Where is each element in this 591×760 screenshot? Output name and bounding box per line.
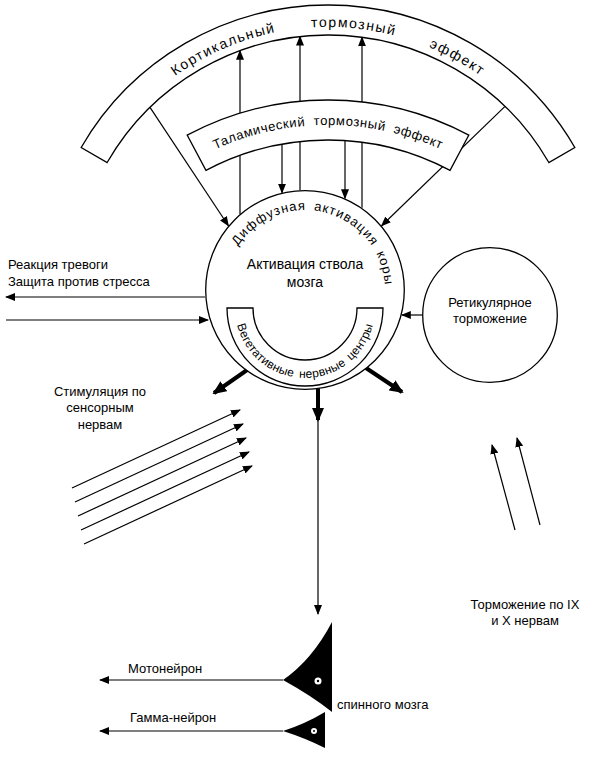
descending-arrow (317, 420, 318, 614)
node-band: Кортикальный тормозный эффект (80, 3, 580, 165)
circle-outline (206, 191, 405, 390)
input-arrow (6, 319, 208, 320)
curved-label: Вегетативные нервные центры (234, 322, 376, 382)
curved-label: Кортикальный тормозный эффект (168, 14, 489, 79)
node-circle: Ретикулярное торможение (422, 247, 558, 383)
neuron-nucleus (313, 730, 315, 732)
neuron-nucleus (317, 680, 319, 682)
nerve-arrow (517, 438, 540, 525)
nerve-arrow (492, 445, 515, 530)
node-outline: Таламический тормозный эффект (185, 98, 471, 173)
curved-label: Диффузная активация коры (228, 198, 397, 286)
sensory-arrow (75, 424, 243, 502)
free-label: Мотонейрон (128, 661, 248, 677)
free-label: спинного мозга (337, 697, 457, 713)
node-outline: Кортикальный тормозный эффект (80, 3, 580, 165)
sensory-arrow (81, 452, 249, 530)
free-label: Торможение по IX и X нервам (470, 597, 580, 630)
free-label: Гамма-нейрон (130, 710, 250, 726)
output-arrow (366, 368, 402, 392)
axon-arrow (100, 730, 283, 731)
free-label: Защита против стресса (8, 274, 198, 290)
free-label: Реакция тревоги (8, 257, 198, 273)
band-outline (227, 308, 383, 386)
neuron-symbol (283, 712, 325, 748)
output-arrow (316, 386, 320, 420)
node-band: Таламический тормозный эффект (185, 98, 471, 173)
connector (281, 144, 282, 193)
neuron-nucleus (311, 728, 317, 734)
node-band: Вегетативные нервные центры (227, 308, 383, 386)
output-arrow (214, 368, 250, 393)
connector (344, 141, 345, 199)
connector (402, 314, 422, 315)
band-outline (187, 100, 469, 170)
node-label: Ретикулярное торможение (430, 295, 550, 328)
neuron-symbol (283, 622, 332, 712)
circle-outline (423, 248, 558, 383)
curved-label: Таламический тормозный эффект (210, 113, 445, 152)
node-outline: Вегетативные нервные центры (227, 308, 383, 386)
alarm-arrow (6, 296, 205, 297)
sensory-arrow (84, 466, 252, 544)
sensory-arrow (78, 438, 246, 516)
axon-arrow (100, 679, 283, 680)
node-label: Активация ствола мозга (240, 256, 370, 291)
node-circle: Диффузная активация корыАктивация ствола… (205, 190, 405, 390)
free-label: Стимуляция по сенсорным нервам (50, 384, 150, 433)
neuron-nucleus (315, 678, 322, 685)
